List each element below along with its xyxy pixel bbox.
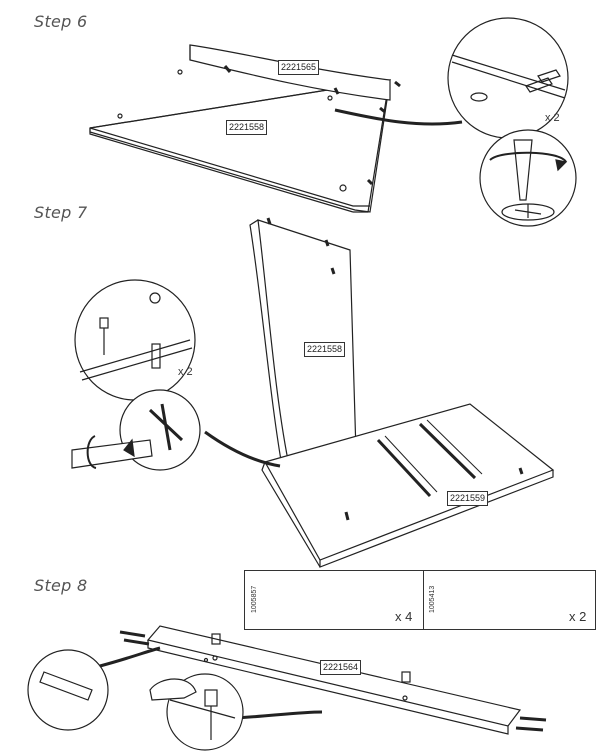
cam-part-code: 1005413: [429, 585, 436, 613]
step6-dowel-quantity: x 2: [545, 112, 560, 124]
step7-panel-drawing: [204, 217, 555, 568]
part-label-panel-step7: 2221558: [304, 342, 346, 357]
step8-dowel-callout: [27, 649, 109, 731]
step7-screwdriver-callout: [71, 389, 201, 471]
step8-rail-drawing: [99, 625, 547, 735]
step8-cam-callout: [149, 673, 244, 751]
step-8-heading: Step 8: [34, 576, 88, 595]
hardware-parts-box: 1005857 x 4 1005413 x 2: [244, 570, 596, 630]
part-label-base-step7: 2221559: [447, 491, 489, 506]
step-7-heading: Step 7: [34, 203, 88, 222]
part-label-panel-step6: 2221558: [226, 120, 268, 135]
part-label-rail-step6: 2221565: [278, 60, 320, 75]
step-6-heading: Step 6: [34, 12, 88, 31]
parts-divider: [423, 571, 424, 629]
dowel-quantity: x 4: [395, 609, 413, 624]
step7-dowel-quantity: x 2: [178, 366, 193, 378]
step6-screwdriver-callout: [479, 129, 577, 227]
step6-callout-detail: [447, 17, 569, 139]
step6-panel-drawing: [89, 44, 463, 213]
cam-quantity: x 2: [569, 609, 587, 624]
part-label-rail-step8: 2221564: [320, 660, 362, 675]
step7-dowel-callout: [74, 279, 196, 401]
dowel-part-code: 1005857: [251, 585, 258, 613]
